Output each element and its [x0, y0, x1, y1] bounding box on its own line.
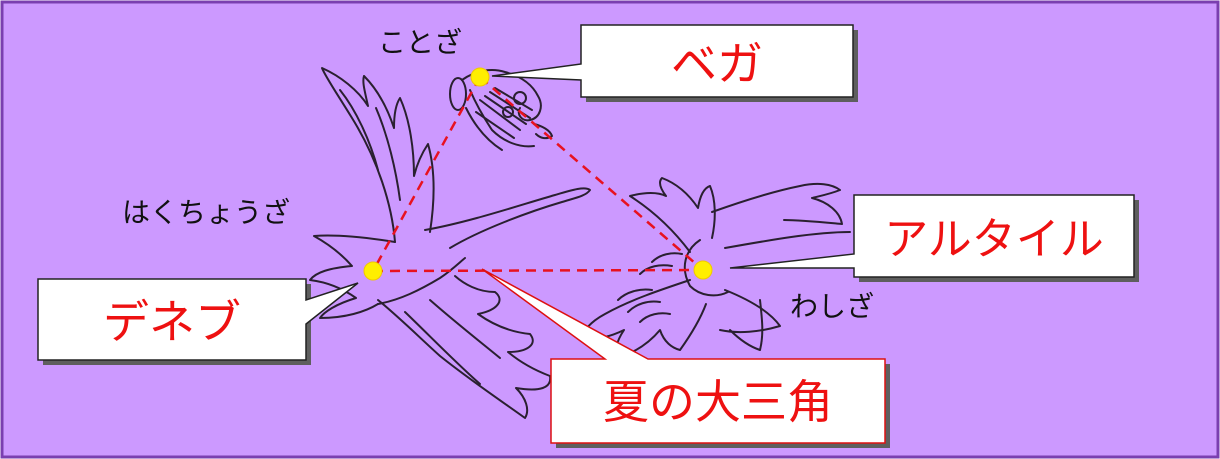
- callout-vega: ベガ: [491, 24, 858, 102]
- summer-triangle-lines: [371, 76, 704, 273]
- lyre-illustration: [449, 69, 553, 151]
- swan-illustration: [309, 67, 591, 419]
- stars: [363, 67, 713, 281]
- star-vega: [470, 67, 490, 87]
- line-vega-altair: [479, 76, 704, 271]
- line-vega-deneb: [371, 76, 482, 272]
- star-deneb: [363, 261, 383, 281]
- label-summer-triangle: 夏の大三角: [603, 375, 833, 429]
- callout-altair: アルタイル: [729, 194, 1139, 282]
- eagle-illustration: [579, 177, 851, 359]
- callout-deneb: デネブ: [37, 278, 359, 365]
- callout-summer-triangle: 夏の大三角: [481, 268, 890, 448]
- constellation-lyra-label: ことざ: [378, 26, 462, 59]
- label-vega: ベガ: [671, 37, 763, 91]
- label-deneb: デネブ: [103, 295, 241, 349]
- line-deneb-altair: [372, 268, 704, 273]
- label-altair: アルタイル: [884, 214, 1104, 265]
- star-altair: [693, 260, 713, 280]
- constellation-aquila-label: わしざ: [790, 290, 874, 323]
- constellation-cygnus-label: はくちょうざ: [122, 196, 290, 229]
